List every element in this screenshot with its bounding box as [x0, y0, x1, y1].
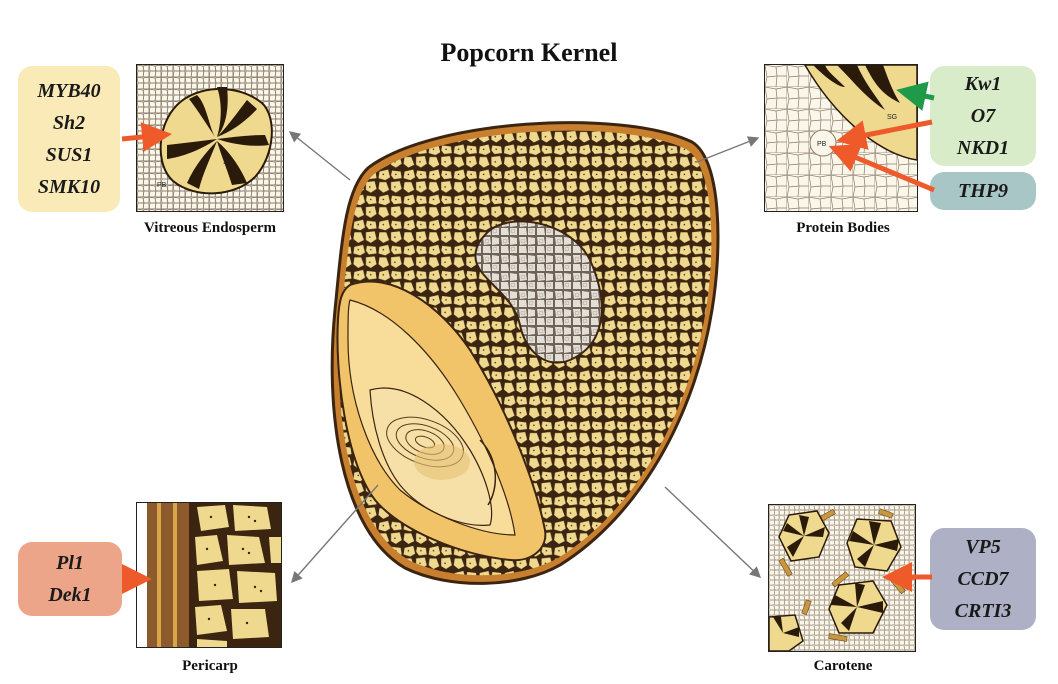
- gene-label: SMK10: [37, 176, 101, 198]
- gene-label: VP5: [965, 536, 1001, 558]
- sg-label: SG: [223, 159, 233, 166]
- vitreous-gene-box: MYB40 Sh2 SUS1 SMK10: [18, 66, 120, 212]
- pointer-vitreous: [288, 131, 351, 181]
- gene-label: Dek1: [48, 584, 92, 606]
- gene-label: Sh2: [52, 112, 86, 134]
- pb-label: PB: [157, 182, 167, 189]
- vitreous-endosperm-inset: SG PB: [136, 64, 284, 212]
- protein-bodies-inset: PB SG: [764, 64, 918, 212]
- pointer-protein: [696, 136, 760, 163]
- pericarp-caption: Pericarp: [182, 658, 238, 674]
- gene-label: O7: [970, 105, 996, 127]
- gene-label: Kw1: [964, 73, 1002, 95]
- pb-label: PB: [817, 141, 827, 148]
- pericarp-inset: [136, 502, 282, 648]
- sg-label: SG: [887, 114, 897, 121]
- arrow-o7: [836, 119, 933, 150]
- carotene-gene-box: VP5 CCD7 CRTI3: [930, 528, 1036, 630]
- floury-endosperm-region: [474, 220, 603, 364]
- carotene-caption: Carotene: [813, 658, 873, 674]
- gene-label: Pl1: [56, 552, 84, 574]
- kernel-cross-section: [330, 121, 720, 585]
- gene-label: MYB40: [37, 80, 101, 102]
- protein-gene-box: Kw1 O7 NKD1: [930, 66, 1036, 166]
- pointer-carotene: [664, 486, 762, 578]
- vitreous-caption: Vitreous Endosperm: [143, 220, 277, 236]
- gene-label: THP9: [958, 180, 1008, 202]
- gene-label: SUS1: [45, 144, 93, 166]
- arrow-thp9: [828, 143, 935, 193]
- gene-label: NKD1: [956, 137, 1010, 159]
- arrow-vitreous: [121, 122, 172, 152]
- pericarp-gene-box: Pl1 Dek1: [18, 542, 122, 616]
- pointer-pericarp: [291, 484, 379, 584]
- gene-label: CCD7: [957, 568, 1009, 590]
- gene-label: CRTI3: [954, 600, 1012, 622]
- arrow-kw1: [896, 81, 935, 111]
- thp9-gene-box: THP9: [930, 172, 1036, 210]
- figure-title: Popcorn Kernel: [440, 38, 618, 67]
- protein-caption: Protein Bodies: [796, 220, 890, 236]
